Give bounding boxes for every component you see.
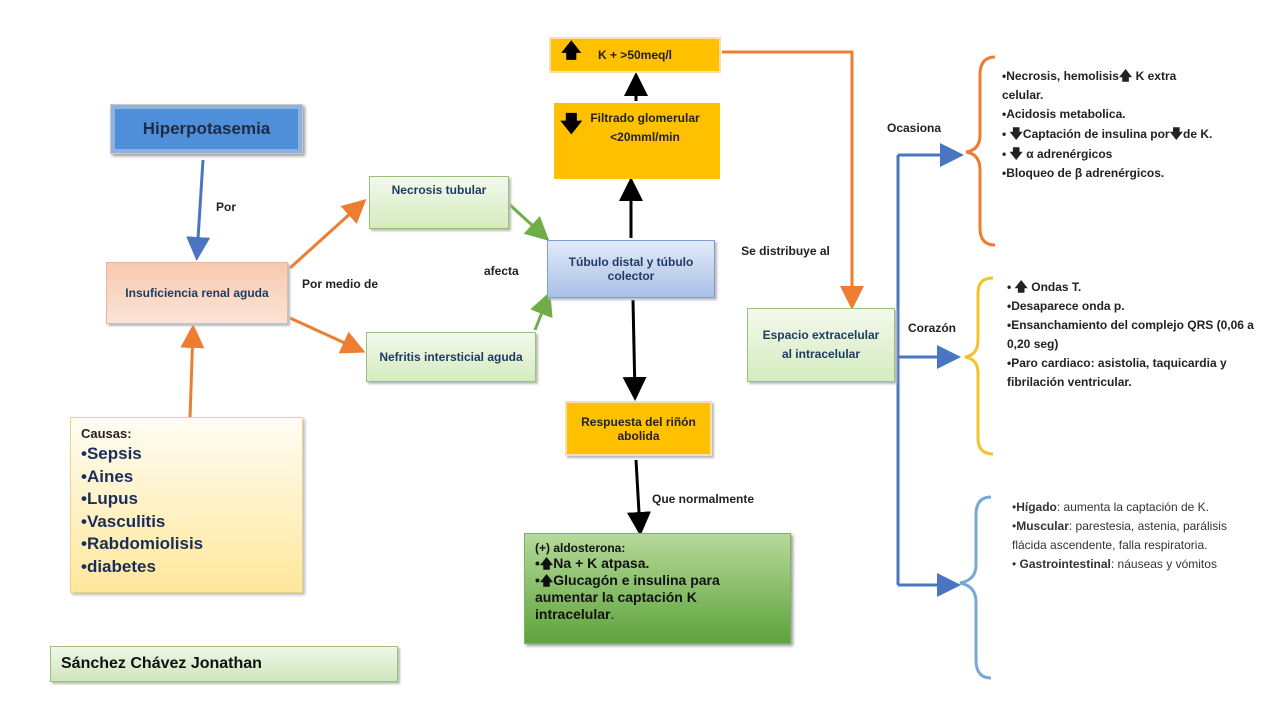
down-arrow-icon: 🡇 xyxy=(560,111,583,136)
organos-higado-text: : aumenta la captación de K. xyxy=(1056,500,1209,514)
down-arrow-icon: 🡇 xyxy=(1009,146,1023,161)
label-por: Por xyxy=(216,200,237,214)
up-arrow-icon: 🡅 xyxy=(1118,68,1133,83)
node-espacio: Espacio extracelular al intracelular xyxy=(747,308,895,382)
corazon-item-3: •Ensanchamiento del complejo QRS (0,06 a… xyxy=(1007,318,1254,351)
organos-muscular-label: Muscular xyxy=(1016,519,1069,533)
label-por-medio: Por medio de xyxy=(300,275,380,293)
node-necrosis-text: Necrosis tubular xyxy=(391,183,487,197)
ocasiona-item-1a: Necrosis, hemolisis xyxy=(1006,69,1119,83)
node-nefritis: Nefritis intersticial aguda xyxy=(366,332,536,382)
arrow-nefritis-to-tubulo xyxy=(530,291,553,331)
ocasiona-item-5: •Bloqueo de β adrenérgicos. xyxy=(1002,166,1165,180)
node-respuesta-text: Respuesta del riñón abolida xyxy=(581,414,696,443)
label-ocasiona: Ocasiona xyxy=(887,121,942,135)
brace-corazon xyxy=(964,276,994,456)
causa-item: •Sepsis xyxy=(81,444,142,463)
up-arrow-icon: 🡅 xyxy=(539,573,554,588)
causa-item: •Rabdomiolisis xyxy=(81,534,204,553)
arrow-necrosis-to-tubulo xyxy=(508,203,550,242)
arrow-insuficiencia-to-nefritis xyxy=(289,316,366,354)
node-potasio-text: K + >50meq/l xyxy=(597,48,673,62)
node-respuesta: Respuesta del riñón abolida xyxy=(565,401,712,456)
ocasiona-item-2: •Acidosis metabolica. xyxy=(1002,107,1126,121)
node-filtrado: Filtrado glomerular <20mml/min xyxy=(554,103,720,179)
organos-gastro-label: Gastrointestinal xyxy=(1016,557,1111,571)
title-box: Hiperpotasemia xyxy=(110,104,303,154)
ocasiona-item-4-text: α adrenérgicos xyxy=(1022,147,1113,161)
ocasiona-item-3: • 🡇Captación de insulina por🡇de K. xyxy=(1002,126,1213,141)
causa-item: •Lupus xyxy=(81,489,138,508)
causa-item: •Aines xyxy=(81,466,134,486)
node-tubulo: Túbulo distal y túbulo colector xyxy=(547,240,715,298)
aldosterona-item-1: •🡅Na + K atpasa. xyxy=(535,555,650,571)
aldosterona-item-2-text: Glucagón e insulina para aumentar la cap… xyxy=(535,572,720,622)
up-arrow-icon: 🡅 xyxy=(539,556,554,571)
label-se-distribuye-text: Se distribuye al xyxy=(741,244,830,258)
organos-item-gastro: • Gastrointestinal: náuseas y vómitos xyxy=(1012,557,1217,571)
label-por-medio-text: Por medio de xyxy=(301,277,378,291)
node-filtrado-text: Filtrado glomerular <20mml/min xyxy=(590,111,700,144)
up-arrow-icon: 🡅 xyxy=(561,40,582,62)
node-potasio: K + >50meq/l xyxy=(549,37,721,73)
aldosterona-item-1-text: Na + K atpasa. xyxy=(553,555,650,571)
organos-higado-label: Hígado xyxy=(1016,500,1057,514)
label-que-normalmente: Que normalmente xyxy=(652,492,755,506)
down-arrow-icon: 🡇 xyxy=(1169,126,1183,141)
organos-item-muscular: •Muscular: parestesia, astenia, parálisi… xyxy=(1012,519,1227,552)
node-necrosis-tubular: Necrosis tubular xyxy=(369,176,509,229)
brace-organos xyxy=(959,495,992,680)
node-tubulo-text: Túbulo distal y túbulo colector xyxy=(568,255,694,283)
causa-item: •diabetes xyxy=(81,556,156,576)
corazon-item-1: • 🡅 Ondas T. xyxy=(1007,279,1082,294)
node-insuficiencia: Insuficiencia renal aguda xyxy=(106,262,288,324)
author-text: Sánchez Chávez Jonathan xyxy=(61,655,262,672)
corazon-list: • 🡅 Ondas T. •Desaparece onda p. •Ensanc… xyxy=(1007,277,1257,392)
ocasiona-item-3a: Captación de insulina por xyxy=(1022,127,1170,141)
corazon-item-2-text: Desaparece onda p. xyxy=(1011,299,1125,313)
aldosterona-item-2: •🡅Glucagón e insulina para aumentar la c… xyxy=(535,572,720,622)
arrow-title-to-insuficiencia xyxy=(186,159,211,261)
label-corazon: Corazón xyxy=(908,321,956,335)
corazon-item-2: •Desaparece onda p. xyxy=(1007,299,1125,313)
ocasiona-item-5-text: Bloqueo de β adrenérgicos. xyxy=(1006,166,1165,180)
corazon-item-4: •Paro cardiaco: asistolia, taquicardia y… xyxy=(1007,356,1227,389)
label-afecta: afecta xyxy=(484,264,519,278)
ocasiona-item-3b: de K. xyxy=(1182,127,1213,141)
arrow-potasio-to-espacio xyxy=(722,50,864,310)
node-nefritis-text: Nefritis intersticial aguda xyxy=(379,350,523,364)
aldosterona-heading: (+) aldosterona: xyxy=(535,541,626,555)
ocasiona-item-1: •Necrosis, hemolisis🡅 K extra celular. xyxy=(1002,68,1177,102)
organos-muscular-text: : parestesia, astenia, parálisis flácida… xyxy=(1012,519,1227,552)
ocasiona-item-2-text: Acidosis metabolica. xyxy=(1006,107,1126,121)
ocasiona-list: •Necrosis, hemolisis🡅 K extra celular. •… xyxy=(1002,66,1217,183)
corazon-item-3-text: Ensanchamiento del complejo QRS (0,06 a … xyxy=(1007,318,1254,351)
ocasiona-item-4: • 🡇 α adrenérgicos xyxy=(1002,146,1113,161)
organos-list: •Hígado: aumenta la captación de K. •Mus… xyxy=(1012,498,1242,574)
causas-box: Causas: •Sepsis •Aines •Lupus •Vasculitis •R… xyxy=(70,417,303,593)
title-text: Hiperpotasemia xyxy=(142,119,271,138)
label-se-distribuye: Se distribuye al xyxy=(738,241,833,262)
up-arrow-icon: 🡅 xyxy=(1014,279,1028,294)
organos-gastro-text: : náuseas y vómitos xyxy=(1110,557,1217,571)
brace-ocasiona xyxy=(965,55,996,247)
aldosterona-box: (+) aldosterona: •🡅Na + K atpasa. •🡅Gluc… xyxy=(524,533,791,644)
causas-heading: Causas: xyxy=(81,426,132,441)
causas-list: •Sepsis •Aines •Lupus •Vasculitis •Rabdomiol… xyxy=(81,443,292,578)
node-espacio-text: Espacio extracelular al intracelular xyxy=(762,328,880,361)
arrow-respuesta-to-aldosterona xyxy=(626,459,651,536)
arrow-insuficiencia-to-necrosis xyxy=(288,198,367,270)
corazon-item-1-text: Ondas T. xyxy=(1027,280,1082,294)
node-insuficiencia-text: Insuficiencia renal aguda xyxy=(125,286,269,300)
ocasiona-item-1b: K extra celular. xyxy=(1002,69,1177,102)
down-arrow-icon: 🡇 xyxy=(1009,126,1023,141)
organos-item-higado: •Hígado: aumenta la captación de K. xyxy=(1012,500,1209,514)
author-box: Sánchez Chávez Jonathan xyxy=(50,646,398,682)
corazon-item-4-text: Paro cardiaco: asistolia, taquicardia y … xyxy=(1007,356,1227,389)
arrow-causas-to-insuficiencia xyxy=(180,324,205,419)
causa-item: •Vasculitis xyxy=(81,511,166,531)
arrow-tubulo-to-respuesta xyxy=(622,299,647,401)
